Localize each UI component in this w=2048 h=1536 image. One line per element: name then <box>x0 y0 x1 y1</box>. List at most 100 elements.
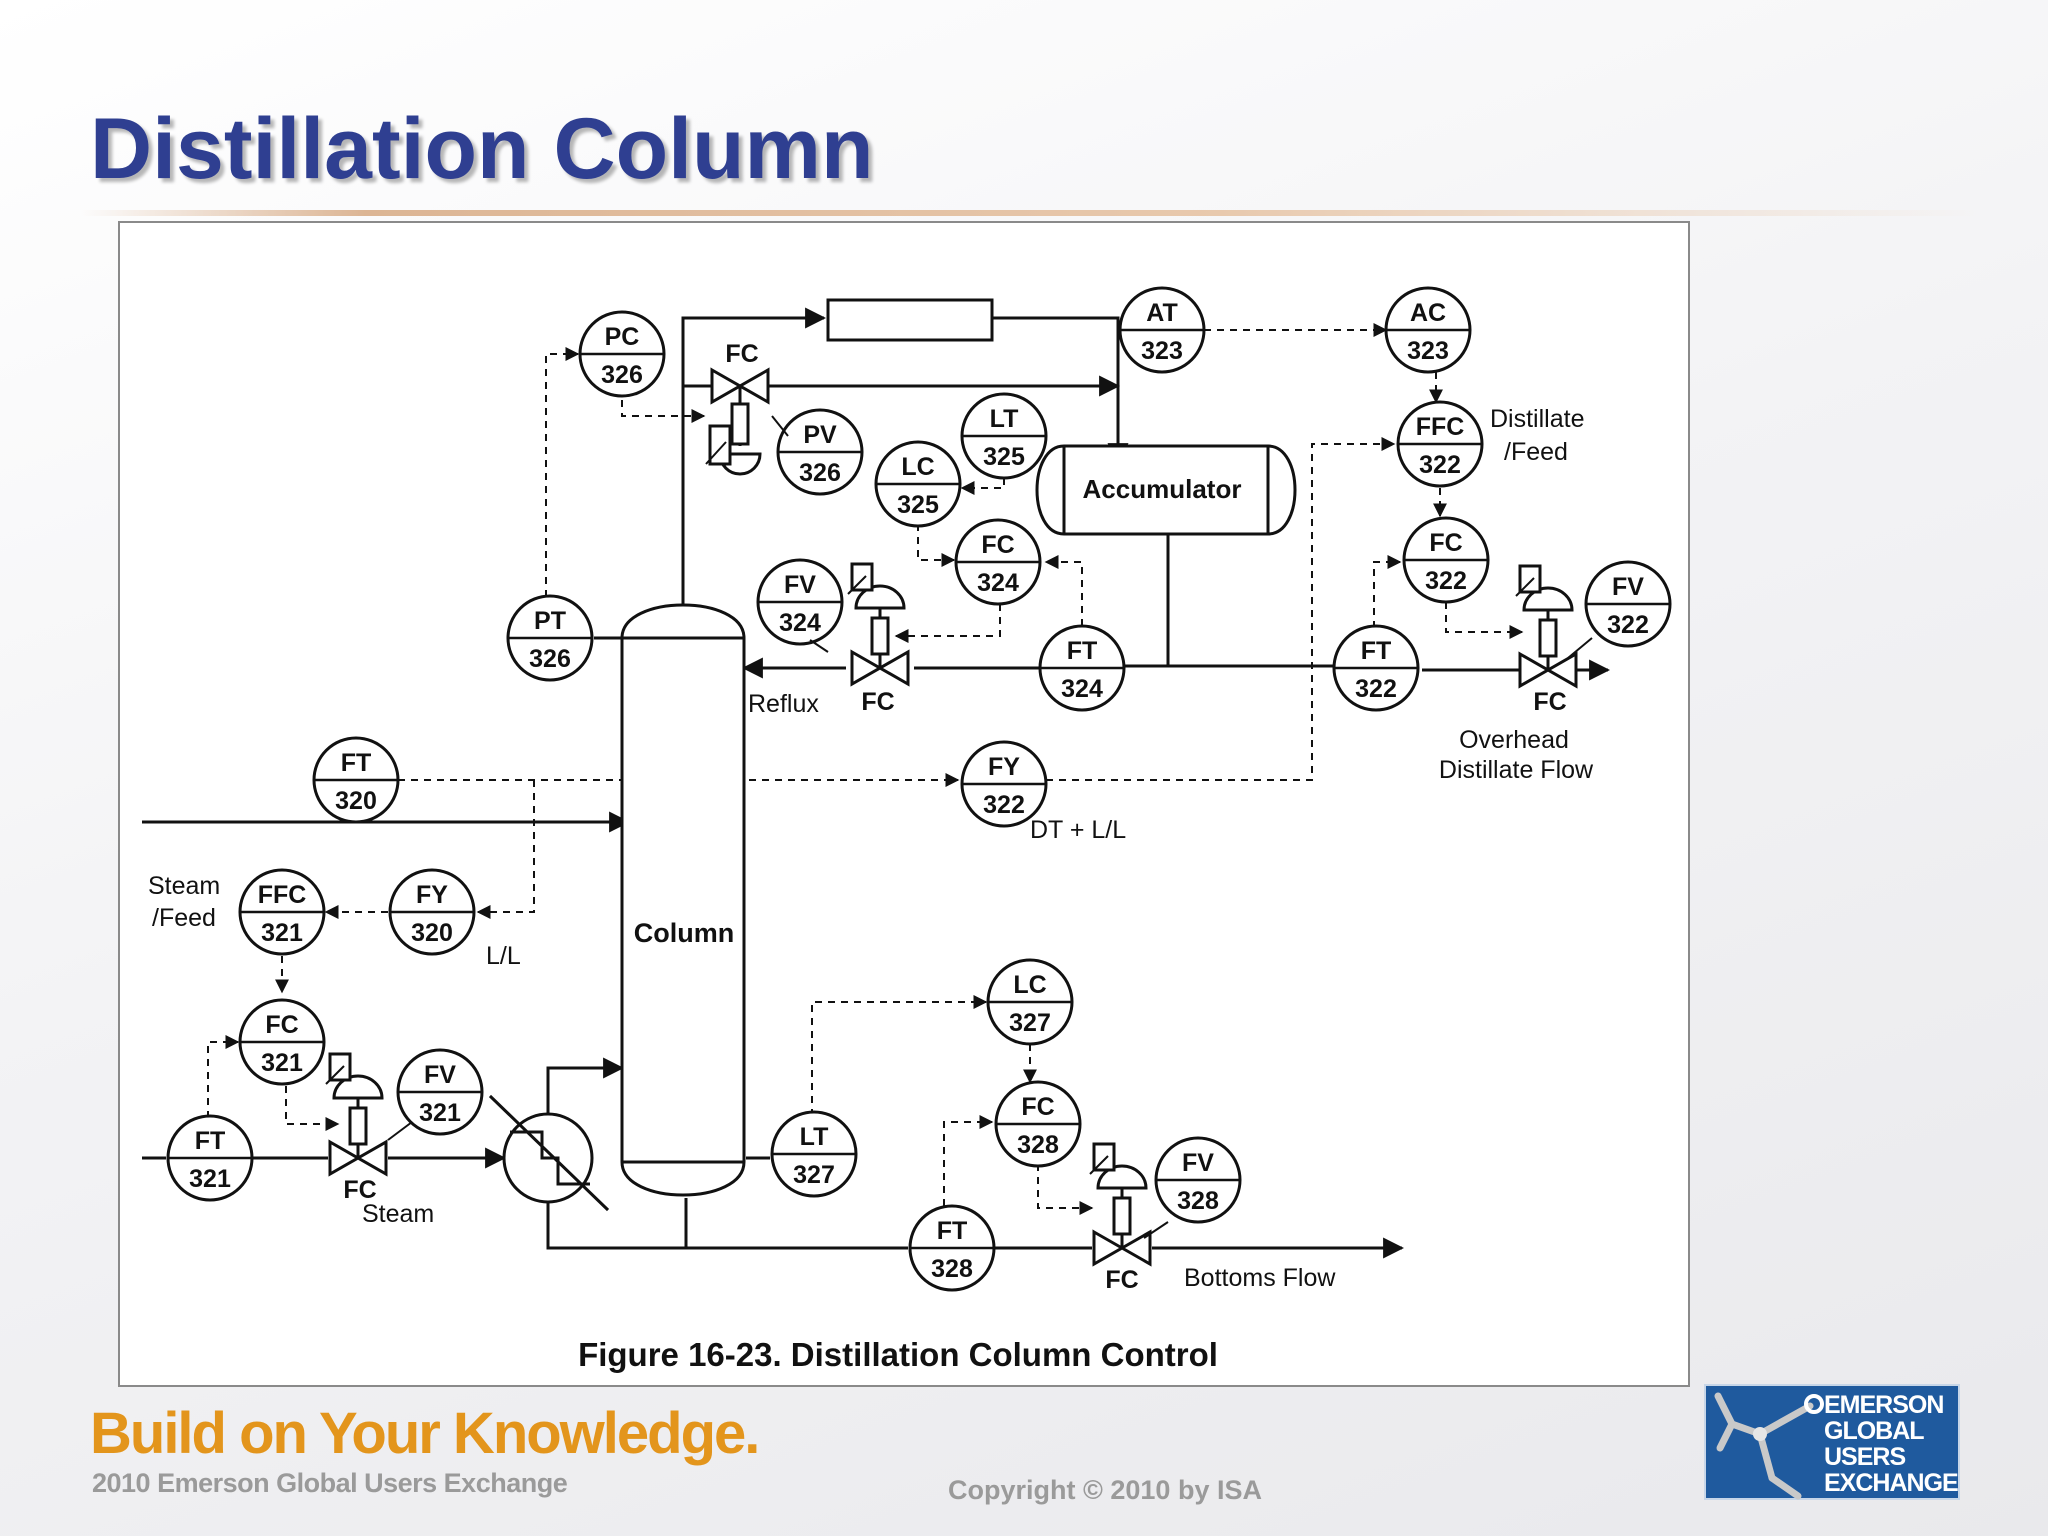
signal-ft322-fc322 <box>1373 555 1402 628</box>
instrument-number: 328 <box>1177 1187 1219 1215</box>
reflux-label: Reflux <box>748 690 819 718</box>
dt-ll-label: DT + L/L <box>1030 816 1126 844</box>
instrument-tag: LC <box>1013 971 1046 999</box>
signal-lt327-lc327 <box>811 995 988 1116</box>
instrument-fv324: FV 324 <box>756 558 844 646</box>
overhead-vapor-line <box>681 307 827 608</box>
instrument-number: 326 <box>601 361 643 389</box>
instrument-number: 320 <box>335 787 377 815</box>
signal-ft320-fy320 <box>476 780 535 919</box>
control-valve-top <box>705 367 770 476</box>
steam-feed-label-1: Steam <box>148 872 220 900</box>
instrument-tag: FC <box>265 1011 298 1039</box>
steam-label: Steam <box>362 1200 434 1228</box>
accumulator-vessel <box>1035 444 1297 536</box>
instrument-ffc321: FFC 321 <box>238 868 326 956</box>
event-name: 2010 Emerson Global Users Exchange <box>92 1468 568 1498</box>
instrument-pc326: PC 326 <box>578 310 666 398</box>
slogan: Build on Your Knowledge. <box>90 1401 760 1466</box>
logo-line-1: EMERSON <box>1824 1391 1944 1419</box>
figure-caption: Figure 16-23. Distillation Column Contro… <box>578 1336 1218 1373</box>
slide-title: Distillation Column <box>90 101 874 197</box>
instrument-tag: PC <box>605 323 640 351</box>
valve-positioner <box>1538 618 1558 658</box>
instrument-number: 325 <box>983 443 1025 471</box>
valve-hatch <box>325 1065 345 1085</box>
instrument-tag: LT <box>990 405 1019 433</box>
instrument-number: 325 <box>897 491 939 519</box>
instrument-number: 322 <box>1355 675 1397 703</box>
valve-hatch <box>847 575 867 595</box>
instrument-number: 326 <box>799 459 841 487</box>
instrument-number: 324 <box>779 609 821 637</box>
instrument-fc328: FC 328 <box>994 1080 1082 1168</box>
instrument-tag: FC <box>1021 1093 1054 1121</box>
signal-lc325-fc324 <box>917 524 956 567</box>
instrument-ft328: FT 328 <box>908 1204 996 1292</box>
signal-fc322-fv322 <box>1445 602 1524 639</box>
instrument-number: 322 <box>1419 451 1461 479</box>
valve-action-label: FC <box>1533 688 1566 716</box>
steam-feed-label-2: /Feed <box>152 904 216 932</box>
instrument-number: 321 <box>261 919 303 947</box>
instrument-tag: LT <box>800 1123 829 1151</box>
instrument-tag: LC <box>901 453 934 481</box>
instrument-number: 324 <box>977 569 1019 597</box>
valve-action-label: FC <box>343 1176 376 1204</box>
control-valve-distillate <box>1515 564 1578 689</box>
valve-action-label: FC <box>861 688 894 716</box>
instrument-tag: AC <box>1410 299 1446 327</box>
column-vessel <box>620 603 746 1197</box>
control-valve-bottoms <box>1089 1142 1152 1267</box>
distillate-feed-label-2: /Feed <box>1504 438 1568 466</box>
instrument-tag: PT <box>534 607 566 635</box>
signal-ft321-fc321 <box>207 1035 240 1118</box>
instrument-tag: FV <box>1612 573 1644 601</box>
instrument-tag: FFC <box>258 881 307 909</box>
column-label: Column <box>634 918 735 948</box>
leader-lines <box>387 415 1593 1239</box>
valve-actuator <box>1522 586 1574 612</box>
ll-label: L/L <box>486 942 521 970</box>
signal-pc326-pv326 <box>621 400 706 423</box>
title-divider <box>80 210 1980 216</box>
control-valve-steam <box>325 1052 388 1177</box>
instrument-tag: FC <box>981 531 1014 559</box>
stream-labels: Reflux Overhead Distillate Flow Distilla… <box>148 405 1594 1292</box>
instrument-tag: FV <box>424 1061 456 1089</box>
instrument-number: 328 <box>1017 1131 1059 1159</box>
instrument-number: 323 <box>1141 337 1183 365</box>
distillate-feed-label-1: Distillate <box>1490 405 1584 433</box>
instrument-tag: FY <box>416 881 448 909</box>
instrument-tag: FV <box>1182 1149 1214 1177</box>
instrument-number: 328 <box>931 1255 973 1283</box>
instrument-number: 321 <box>261 1049 303 1077</box>
instrument-number: 321 <box>419 1099 461 1127</box>
valve-action-label: FC <box>1105 1266 1138 1294</box>
valve-positioner <box>870 616 890 656</box>
instrument-fv321: FV 321 <box>396 1048 484 1136</box>
instrument-tag: FV <box>784 571 816 599</box>
valve-hatch <box>1515 577 1535 597</box>
condenser <box>826 298 994 342</box>
instrument-number: 327 <box>1009 1009 1051 1037</box>
valve-actuator <box>332 1074 384 1100</box>
control-valve-reflux <box>847 562 910 687</box>
condenser-outlet-line <box>992 316 1129 465</box>
instrument-tag: FT <box>937 1217 968 1245</box>
logo-line-4: EXCHANGE <box>1824 1469 1959 1497</box>
instrument-lt325: LT 325 <box>960 392 1048 480</box>
